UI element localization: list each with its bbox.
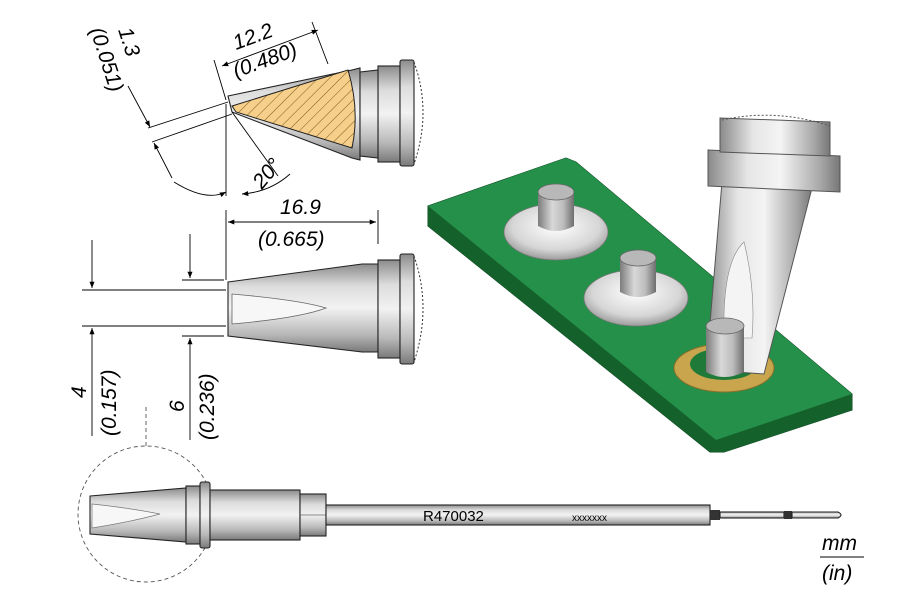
unit-secondary: (in) <box>822 562 852 585</box>
pcb-illustration <box>427 114 853 453</box>
cartridge-flange <box>199 481 211 549</box>
dimension-arrow <box>127 85 151 128</box>
pin-top <box>705 317 745 335</box>
dim-bevel-width-mm: 1.3 <box>113 24 144 59</box>
extension-line <box>151 113 233 143</box>
cartridge-sleeve <box>209 489 301 541</box>
dimension-arrow <box>153 142 173 179</box>
bevel-cross-section <box>231 69 356 149</box>
tip-collar <box>719 117 831 157</box>
tip-neck <box>359 69 379 159</box>
tip-break-line <box>413 255 424 363</box>
unit-primary: mm <box>822 532 857 555</box>
tip-collar-ring <box>377 259 401 359</box>
extension-line <box>311 21 329 65</box>
dim-tip-length-mm: 16.9 <box>280 196 321 219</box>
part-number: R470032 <box>423 508 484 525</box>
tip-side-view: 16.9 (0.665) 4 (0.157) 6 (0.236) <box>68 196 424 440</box>
component-pin <box>706 326 744 377</box>
dim-tip-width-mm: 4 <box>68 386 91 398</box>
pin-top <box>619 249 657 267</box>
extension-line <box>231 111 279 177</box>
extension-line <box>147 101 229 129</box>
tip-collar-flange <box>399 59 415 167</box>
component-pin <box>538 192 574 231</box>
cartridge-stem <box>719 511 785 519</box>
shaft-band <box>710 510 720 520</box>
cartridge-tip-bevel <box>91 503 161 529</box>
component-pin <box>620 258 656 297</box>
dim-tip-diameter-mm: 6 <box>166 400 189 412</box>
dim-tip-length-in: (0.665) <box>258 228 325 251</box>
dimension-arrow <box>221 29 319 67</box>
dim-bevel-angle: 20° <box>248 154 287 194</box>
tip-break-line <box>413 61 424 165</box>
angle-arc <box>241 173 291 197</box>
cartridge-view: R470032 xxxxxxx <box>77 404 842 583</box>
tip-collar-ring <box>377 65 401 163</box>
tip-nut <box>707 149 841 193</box>
cartridge-ring <box>185 485 201 545</box>
dim-tip-width-in: (0.157) <box>98 369 121 436</box>
bevel-tip-view: 1.3 (0.051) 12.2 (0.480) 20° <box>85 19 424 198</box>
tip-collar-flange <box>399 253 415 365</box>
tip-bevel-highlight <box>723 241 754 339</box>
extension-line <box>213 59 227 101</box>
cartridge-end <box>791 511 842 519</box>
stem-band <box>784 511 792 519</box>
tip-bevel-face <box>231 293 328 325</box>
tip-break-line <box>721 114 831 127</box>
angle-arc <box>173 181 227 198</box>
pin-top <box>537 183 575 201</box>
lot-code: xxxxxxx <box>572 513 607 524</box>
cartridge-shaft <box>325 504 711 526</box>
dim-tip-diameter-in: (0.236) <box>196 373 219 440</box>
units-legend: mm (in) <box>820 532 864 585</box>
